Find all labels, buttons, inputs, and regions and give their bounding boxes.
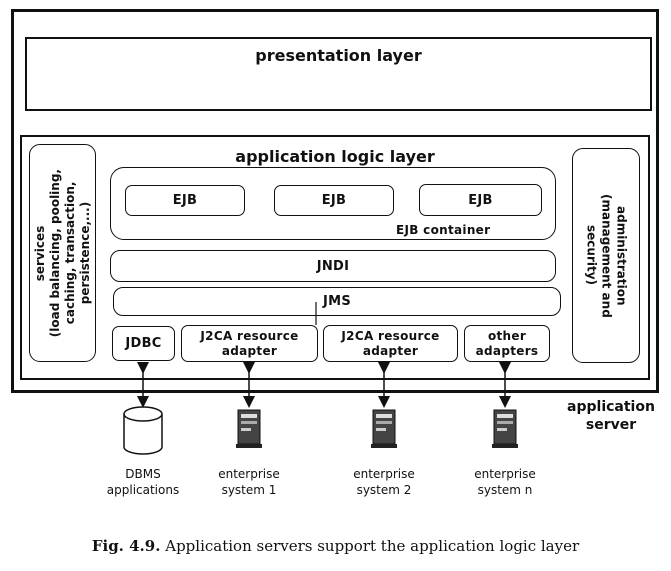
system-n-label-line1: enterprise	[474, 467, 536, 481]
outer-frame	[11, 9, 659, 393]
j2ca-adapter-2: J2CA resource adapter	[323, 325, 458, 362]
application-server-line2: server	[585, 417, 637, 433]
jms-bar: JMS	[113, 287, 561, 316]
j2ca-adapter-1-line1: J2CA resource	[200, 328, 299, 343]
dbms-label: DBMS applications	[98, 466, 188, 498]
dbms-label-line2: applications	[106, 483, 180, 497]
presentation-layer: presentation layer	[25, 37, 652, 111]
j2ca-adapter-1-line2: adapter	[221, 343, 278, 358]
administration-label: administration	[614, 205, 629, 306]
system-2-label-line2: system 2	[356, 483, 412, 497]
system-2-label-line1: enterprise	[353, 467, 415, 481]
server-icon-2	[371, 409, 397, 448]
figure-caption: Fig. 4.9. Application servers support th…	[0, 537, 671, 555]
system-1-label: enterprise system 1	[204, 466, 294, 498]
other-adapters: other adapters	[464, 325, 550, 362]
database-icon	[123, 406, 163, 455]
administration-detail-1: (management and	[599, 193, 614, 318]
ejb-box-2: EJB	[274, 185, 394, 216]
ejb-box-3: EJB	[419, 184, 542, 216]
ejb-box-1: EJB	[125, 185, 245, 216]
system-2-label: enterprise system 2	[339, 466, 429, 498]
server-icon-n	[492, 409, 518, 448]
administration-box: administration (management and security)	[572, 148, 640, 363]
application-server-line1: application	[567, 399, 655, 415]
application-logic-layer-label: application logic layer	[235, 147, 435, 166]
administration-detail-2: security)	[584, 225, 599, 286]
system-n-label: enterprise system n	[460, 466, 550, 498]
presentation-layer-label: presentation layer	[255, 46, 422, 65]
jdbc-adapter-label: JDBC	[125, 336, 162, 351]
administration-text: administration (management and security)	[584, 194, 629, 318]
figure-caption-number: Fig. 4.9.	[91, 537, 161, 555]
j2ca-adapter-1: J2CA resource adapter	[181, 325, 318, 362]
jndi-bar: JNDI	[110, 250, 556, 282]
jdbc-adapter: JDBC	[112, 326, 175, 361]
figure-caption-text: Application servers support the applicat…	[165, 537, 580, 555]
system-n-label-line2: system n	[477, 483, 533, 497]
ejb-container-label: EJB container	[396, 223, 491, 237]
application-logic-layer	[20, 135, 650, 380]
j2ca-adapter-2-line1: J2CA resource	[341, 328, 440, 343]
other-adapters-line1: other	[487, 328, 527, 343]
dbms-label-line1: DBMS	[125, 467, 161, 481]
other-adapters-line2: adapters	[475, 343, 539, 358]
j2ca-adapter-2-line2: adapter	[362, 343, 419, 358]
services-box: services (load balancing, pooling, cachi…	[29, 144, 96, 362]
server-icon-1	[236, 409, 262, 448]
system-1-label-line2: system 1	[221, 483, 277, 497]
system-1-label-line1: enterprise	[218, 467, 280, 481]
application-server-label: application server	[566, 398, 656, 434]
